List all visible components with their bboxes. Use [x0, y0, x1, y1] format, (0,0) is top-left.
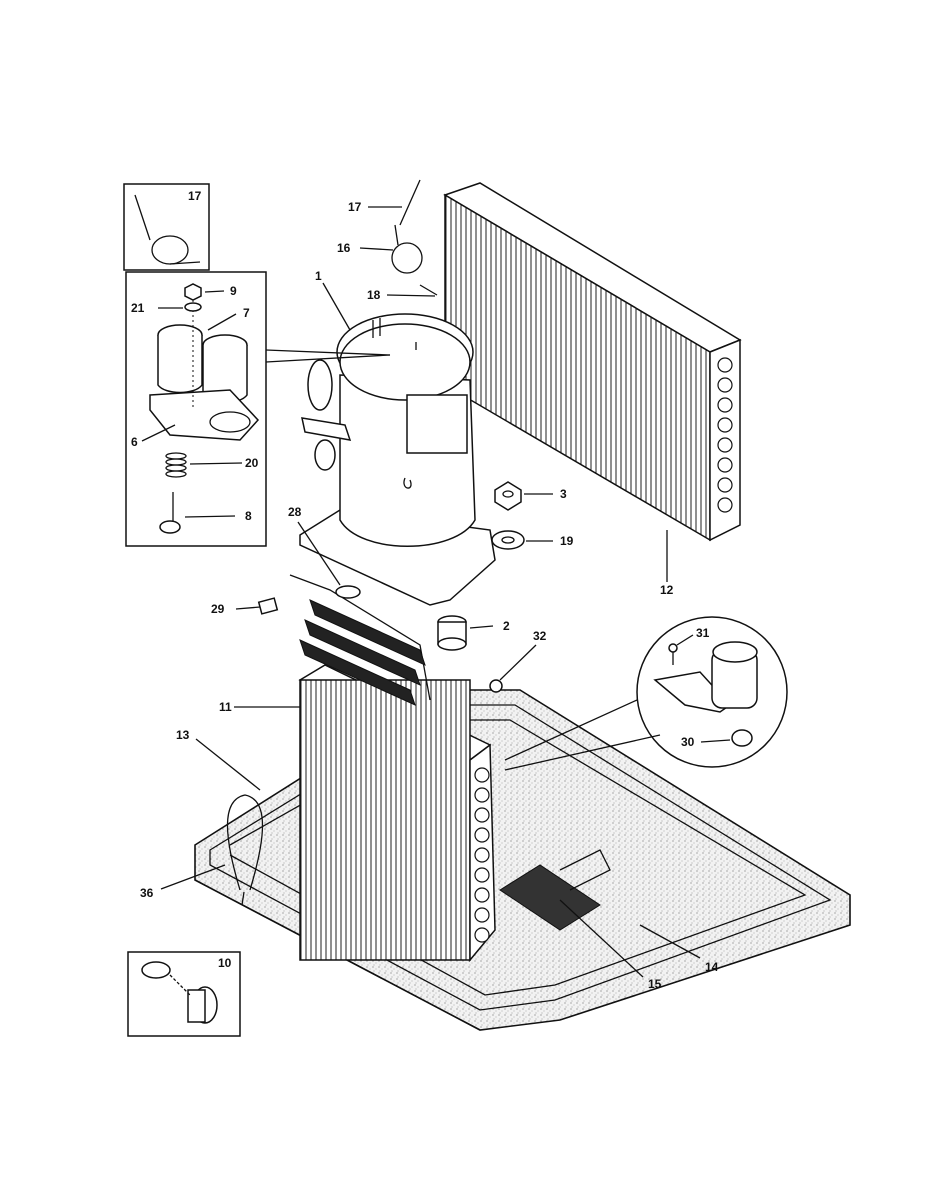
callout-13: 13: [176, 728, 190, 742]
mounting-stud: [159, 492, 181, 534]
inset-cap-tube: [123, 183, 210, 271]
wiring-harness: [289, 574, 431, 706]
callout-8: 8: [245, 509, 252, 523]
inset-switch-detail: [504, 616, 788, 771]
callout-3: 3: [560, 487, 567, 501]
wire-connector: [257, 597, 279, 615]
spring: [165, 452, 187, 478]
callout-30: 30: [681, 735, 695, 749]
callout-32: 32: [533, 629, 547, 643]
callout-16: 16: [337, 241, 351, 255]
callout-21: 21: [131, 301, 145, 315]
evaporator-return-bends: [474, 767, 490, 943]
evaporator-coil: [298, 664, 496, 963]
capillary-tube-assembly: [391, 179, 438, 296]
callout-17: 17: [348, 200, 362, 214]
callout-18: 18: [367, 288, 381, 302]
compressor: [299, 313, 496, 606]
callout-7: 7: [243, 306, 250, 320]
callout-10: 10: [218, 956, 232, 970]
capacitor-bracket: [149, 389, 260, 441]
callout-28: 28: [288, 505, 302, 519]
capacitor-nut: [184, 283, 202, 301]
drain-plug: [489, 679, 503, 693]
callout-31: 31: [696, 626, 710, 640]
switch-screw: [668, 643, 678, 665]
inset-capacitor: [125, 271, 267, 547]
callout-6: 6: [131, 435, 138, 449]
inset-clamp: [127, 951, 241, 1037]
callout-labels: 1 2 3 6 7 8 9 10 11 12 13 14 15 16 17 17…: [131, 189, 719, 991]
callout-17-inset: 17: [188, 189, 202, 203]
callout-9: 9: [230, 284, 237, 298]
callout-12: 12: [660, 583, 674, 597]
condenser-return-bends: [717, 357, 733, 513]
callout-20: 20: [245, 456, 259, 470]
callout-11: 11: [219, 700, 232, 714]
callout-29: 29: [211, 602, 225, 616]
mounting-nut: [494, 481, 522, 511]
capacitor-washer: [184, 302, 202, 312]
callout-15: 15: [648, 977, 662, 991]
callout-1: 1: [315, 269, 322, 283]
mounting-grommet: [437, 615, 467, 651]
leader-lines: [141, 206, 731, 978]
switch-body: [711, 641, 758, 709]
callout-19: 19: [560, 534, 574, 548]
capacitor: [157, 324, 248, 404]
callout-14: 14: [705, 960, 719, 974]
float-switch: [731, 729, 753, 747]
condenser-coil: [443, 182, 742, 542]
mounting-washer: [491, 530, 525, 550]
callout-36: 36: [140, 886, 154, 900]
drain-tube: [226, 794, 264, 906]
callout-2: 2: [503, 619, 510, 633]
